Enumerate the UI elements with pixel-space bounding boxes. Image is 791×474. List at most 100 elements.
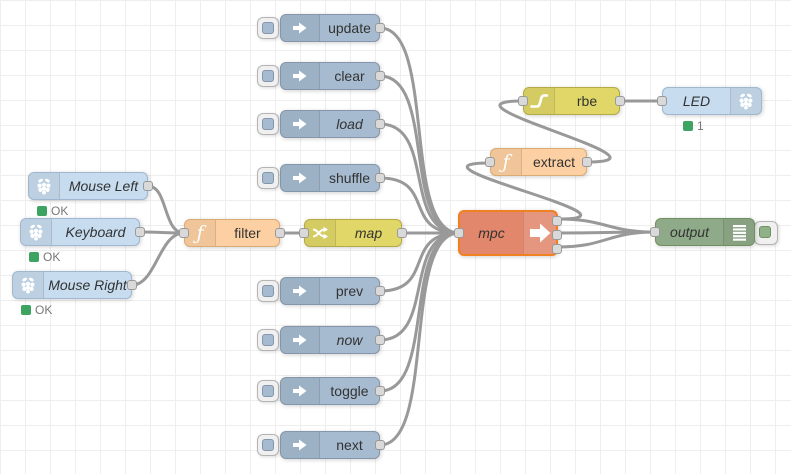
node-prev[interactable]: prev bbox=[280, 277, 385, 305]
output-port[interactable] bbox=[127, 280, 137, 290]
node-label: filter bbox=[234, 225, 261, 241]
node-led[interactable]: LED 1 bbox=[657, 87, 762, 133]
inject-button[interactable] bbox=[257, 167, 279, 189]
input-port[interactable] bbox=[454, 228, 464, 238]
node-label: toggle bbox=[330, 383, 369, 399]
wire[interactable] bbox=[378, 74, 461, 235]
node-extract[interactable]: ƒ extract bbox=[485, 148, 592, 176]
input-port[interactable] bbox=[179, 228, 189, 238]
wire[interactable] bbox=[130, 231, 186, 287]
inject-button[interactable] bbox=[257, 434, 279, 456]
node-output[interactable]: output bbox=[650, 218, 755, 246]
node-label: map bbox=[354, 225, 383, 241]
wire[interactable] bbox=[146, 184, 186, 235]
output-port[interactable] bbox=[135, 227, 145, 237]
output-port[interactable] bbox=[375, 23, 385, 33]
output-port-3[interactable] bbox=[552, 244, 562, 254]
debug-toggle-button[interactable] bbox=[754, 221, 778, 245]
node-label: next bbox=[336, 437, 363, 453]
node-label: Keyboard bbox=[65, 224, 126, 240]
node-now[interactable]: now bbox=[280, 326, 385, 354]
node-toggle[interactable]: toggle bbox=[280, 377, 385, 405]
wire[interactable] bbox=[378, 176, 461, 235]
wire[interactable] bbox=[556, 230, 657, 249]
wire[interactable] bbox=[466, 161, 582, 221]
inject-button[interactable] bbox=[257, 113, 279, 135]
inject-button-square bbox=[262, 285, 274, 297]
node-clear[interactable]: clear bbox=[280, 62, 385, 90]
wire[interactable] bbox=[498, 99, 612, 164]
wire[interactable] bbox=[378, 26, 461, 235]
input-port[interactable] bbox=[657, 96, 667, 106]
debug-list-icon bbox=[723, 219, 754, 245]
input-port[interactable] bbox=[650, 227, 660, 237]
node-next[interactable]: next bbox=[280, 431, 385, 459]
node-shuffle[interactable]: shuffle bbox=[280, 164, 385, 192]
output-port[interactable] bbox=[143, 181, 153, 191]
node-keyboard[interactable]: Keyboard OK bbox=[20, 218, 145, 264]
rbe-hysteresis-icon bbox=[524, 88, 555, 114]
output-port-2[interactable] bbox=[552, 230, 562, 240]
range-crossed-arrows-icon bbox=[305, 220, 336, 246]
raspberry-pi-icon bbox=[13, 272, 44, 298]
output-port[interactable] bbox=[397, 228, 407, 238]
output-port[interactable] bbox=[275, 228, 285, 238]
input-port[interactable] bbox=[518, 96, 528, 106]
wire[interactable] bbox=[378, 231, 461, 342]
inject-button-square bbox=[262, 118, 274, 130]
inject-button-square bbox=[262, 439, 274, 451]
inject-button[interactable] bbox=[257, 380, 279, 402]
input-port[interactable] bbox=[485, 157, 495, 167]
debug-button-square bbox=[759, 226, 771, 238]
node-map[interactable]: map bbox=[299, 219, 407, 247]
raspberry-pi-icon bbox=[21, 219, 52, 245]
wire[interactable] bbox=[556, 217, 657, 234]
node-label: clear bbox=[334, 68, 365, 84]
status-text: OK bbox=[51, 204, 69, 218]
node-status: OK bbox=[21, 303, 52, 317]
node-mouse-left[interactable]: Mouse Left OK bbox=[28, 172, 153, 218]
inject-button[interactable] bbox=[257, 17, 279, 39]
wire[interactable] bbox=[378, 231, 461, 393]
output-port[interactable] bbox=[375, 386, 385, 396]
node-label: Mouse Left bbox=[68, 178, 139, 194]
inject-arrow-icon bbox=[281, 327, 320, 353]
node-filter[interactable]: ƒ filter bbox=[179, 219, 285, 247]
raspberry-pi-icon bbox=[730, 88, 761, 114]
node-update[interactable]: update bbox=[280, 14, 385, 42]
inject-button[interactable] bbox=[257, 65, 279, 87]
function-f-icon: ƒ bbox=[491, 149, 522, 175]
node-load[interactable]: load bbox=[280, 110, 385, 138]
status-text: OK bbox=[35, 303, 53, 317]
function-f-icon: ƒ bbox=[185, 220, 216, 246]
inject-button[interactable] bbox=[257, 280, 279, 302]
node-rbe[interactable]: rbe bbox=[518, 87, 625, 115]
output-port[interactable] bbox=[615, 96, 625, 106]
node-label: shuffle bbox=[329, 170, 370, 186]
output-port[interactable] bbox=[375, 286, 385, 296]
inject-button[interactable] bbox=[257, 329, 279, 351]
node-label: mpc bbox=[478, 225, 505, 241]
output-port[interactable] bbox=[375, 440, 385, 450]
wire[interactable] bbox=[378, 231, 461, 447]
node-mouse-right[interactable]: Mouse Right OK bbox=[12, 271, 137, 317]
status-dot-icon bbox=[29, 252, 39, 262]
inject-button-square bbox=[262, 334, 274, 346]
output-port[interactable] bbox=[375, 173, 385, 183]
output-port-1[interactable] bbox=[552, 216, 562, 226]
output-port[interactable] bbox=[375, 119, 385, 129]
mpc-arrow-icon bbox=[523, 212, 556, 254]
inject-arrow-icon bbox=[281, 111, 320, 137]
inject-arrow-icon bbox=[281, 15, 320, 41]
node-label: LED bbox=[682, 93, 711, 109]
output-port[interactable] bbox=[582, 157, 592, 167]
input-port[interactable] bbox=[299, 228, 309, 238]
node-status: OK bbox=[37, 204, 68, 218]
node-mpc[interactable]: mpc bbox=[454, 210, 562, 256]
output-port[interactable] bbox=[375, 71, 385, 81]
output-port[interactable] bbox=[375, 335, 385, 345]
wire[interactable] bbox=[378, 122, 461, 235]
node-status: 1 bbox=[683, 119, 704, 133]
